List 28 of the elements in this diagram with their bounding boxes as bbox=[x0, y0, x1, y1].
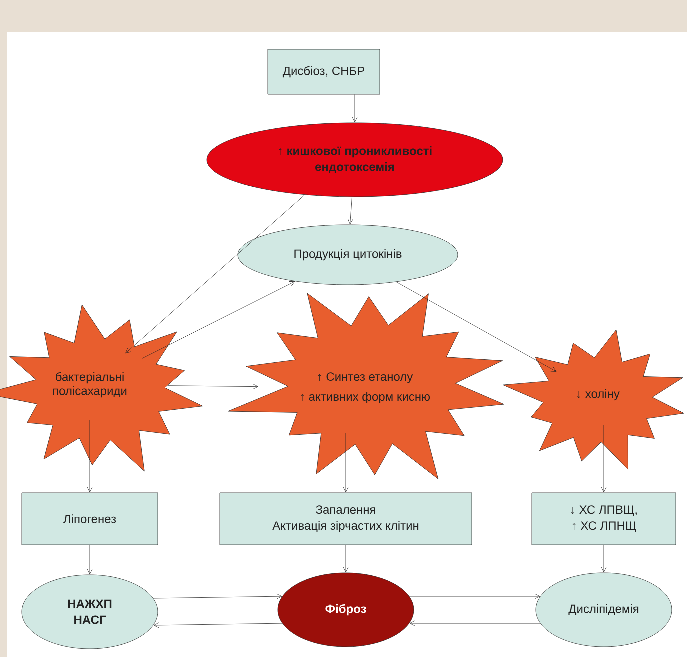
arrow bbox=[168, 384, 259, 390]
process-box: Запалення Активація зірчастих клітин bbox=[220, 492, 472, 546]
arrow bbox=[126, 194, 306, 354]
arrow bbox=[409, 594, 540, 600]
ellipse-node: ↑ кишкової проникливості ендотоксемія bbox=[206, 122, 504, 198]
arrow bbox=[343, 545, 349, 573]
process-box: Дисбіоз, СНБР bbox=[268, 49, 380, 95]
ellipse-node: Дисліпідемія bbox=[536, 572, 672, 648]
arrow bbox=[410, 620, 541, 626]
arrow bbox=[601, 545, 607, 573]
starburst-node: ↑ Синтез етанолу ↑ активних форм кисню bbox=[228, 293, 504, 480]
ellipse-node: Продукція цитокінів bbox=[238, 224, 458, 286]
arrow bbox=[343, 433, 349, 493]
ellipse-node: Фіброз bbox=[278, 572, 414, 648]
arrow bbox=[352, 94, 358, 123]
starburst-node: бактеріальні полісахариди bbox=[0, 304, 204, 472]
arrow bbox=[87, 545, 93, 575]
ellipse-node: НАЖХП НАСГ bbox=[22, 574, 158, 650]
arrow bbox=[87, 420, 93, 493]
process-box: ↓ ХС ЛПВЩ, ↑ ХС ЛПНЩ bbox=[532, 492, 676, 546]
arrow bbox=[396, 282, 557, 372]
arrow bbox=[153, 594, 282, 600]
arrow bbox=[142, 282, 296, 359]
arrow bbox=[348, 197, 354, 225]
process-box: Ліпогенез bbox=[22, 492, 158, 546]
arrow bbox=[154, 622, 283, 628]
starburst-node: ↓ холіну bbox=[502, 330, 684, 470]
arrow bbox=[601, 425, 607, 493]
